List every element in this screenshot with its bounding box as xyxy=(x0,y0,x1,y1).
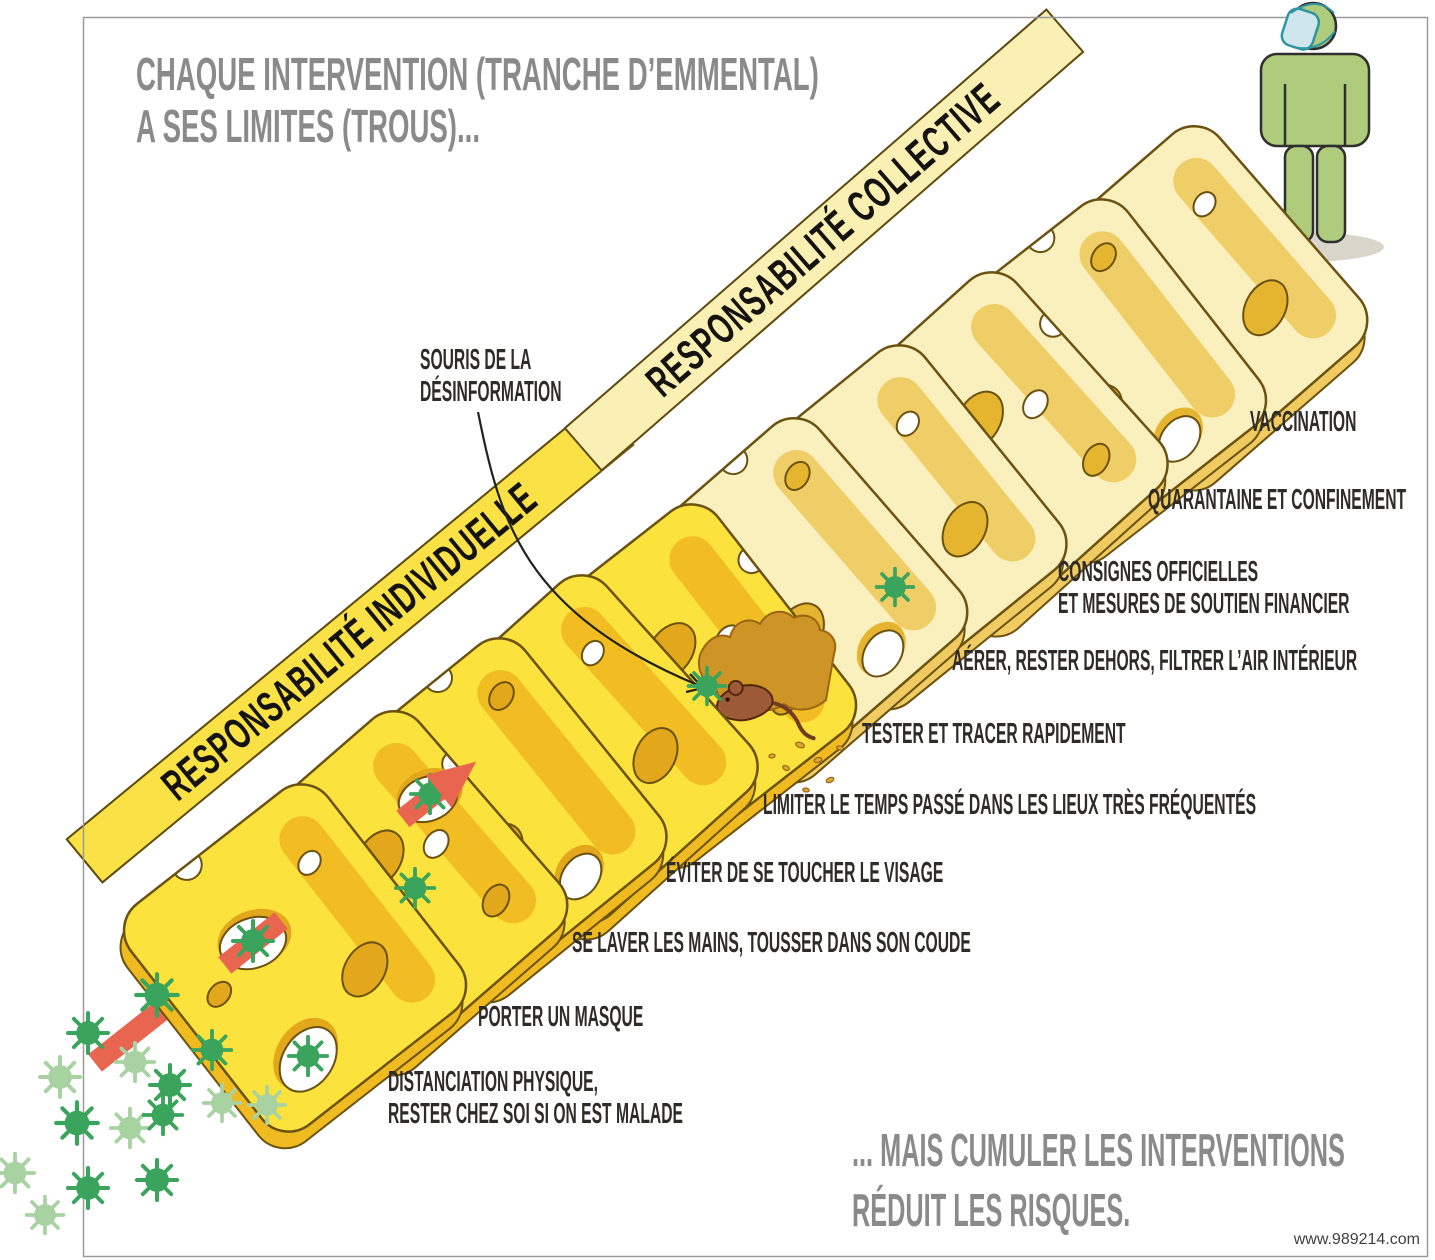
mouse-label-line-1: SOURIS DE LA xyxy=(420,344,532,376)
label-limit-crowds: LIMITER LE TEMPS PASSÉ DANS LES LIEUX TR… xyxy=(763,789,1257,821)
label-test-trace: TESTER ET TRACER RAPIDEMENT xyxy=(862,718,1126,750)
cheese-slice-vaccination xyxy=(1005,111,1383,506)
cheese-slice-official-guidance xyxy=(805,257,1183,652)
cheese-slice-avoid-touching-face xyxy=(395,560,773,955)
mouse-icon xyxy=(715,679,816,741)
face-mask-icon xyxy=(1280,3,1336,51)
red-arrowhead xyxy=(425,761,477,808)
arrow-through-hole-1 xyxy=(217,908,292,974)
label-quarantine: QUARANTAINE ET CONFINEMENT xyxy=(1148,484,1407,516)
masked-person-icon xyxy=(1186,1,1384,269)
watermark: www.989214.com xyxy=(1293,1231,1420,1248)
label-distancing: DISTANCIATION PHYSIQUE, RESTER CHEZ SOI … xyxy=(388,1066,683,1130)
title-line-2: A SES LIMITES (TROUS)... xyxy=(136,100,480,152)
conclusion-line-2: RÉDUIT LES RISQUES. xyxy=(852,1184,1131,1236)
page-title: CHAQUE INTERVENTION (TRANCHE D’EMMENTAL)… xyxy=(136,48,819,152)
cheese-slice-distancing xyxy=(105,769,481,1163)
mouse-label-line-2: DÉSINFORMATION xyxy=(420,376,562,408)
conclusion-line-1: ... MAIS CUMULER LES INTERVENTIONS xyxy=(852,1124,1345,1176)
title-line-1: CHAQUE INTERVENTION (TRANCHE D’EMMENTAL) xyxy=(136,48,819,100)
cheese-slice-ventilation xyxy=(705,330,1082,725)
label-disinformation-mouse: SOURIS DE LA DÉSINFORMATION xyxy=(420,344,562,408)
label-avoid-touching-face: ÉVITER DE SE TOUCHER LE VISAGE xyxy=(666,857,944,889)
cheese-crumbs xyxy=(768,741,844,793)
label-vaccination: VACCINATION xyxy=(1250,406,1357,438)
page-frame xyxy=(82,16,1429,1258)
label-ventilation: AÉRER, RESTER DEHORS, FILTRER L’AIR INTÉ… xyxy=(952,645,1358,677)
mouse-pointer-line xyxy=(476,411,701,688)
cheese-slice-quarantine xyxy=(905,184,1281,578)
label-official-guidance: CONSIGNES OFFICIELLES ET MESURES DE SOUT… xyxy=(1058,556,1350,620)
cheese-slice-wash-hands xyxy=(305,623,682,1018)
conclusion-text: ... MAIS CUMULER LES INTERVENTIONS RÉDUI… xyxy=(852,1120,1345,1240)
label-wash-hands: SE LAVER LES MAINS, TOUSSER DANS SON COU… xyxy=(572,927,971,959)
label-wear-mask: PORTER UN MASQUE xyxy=(478,1001,644,1033)
